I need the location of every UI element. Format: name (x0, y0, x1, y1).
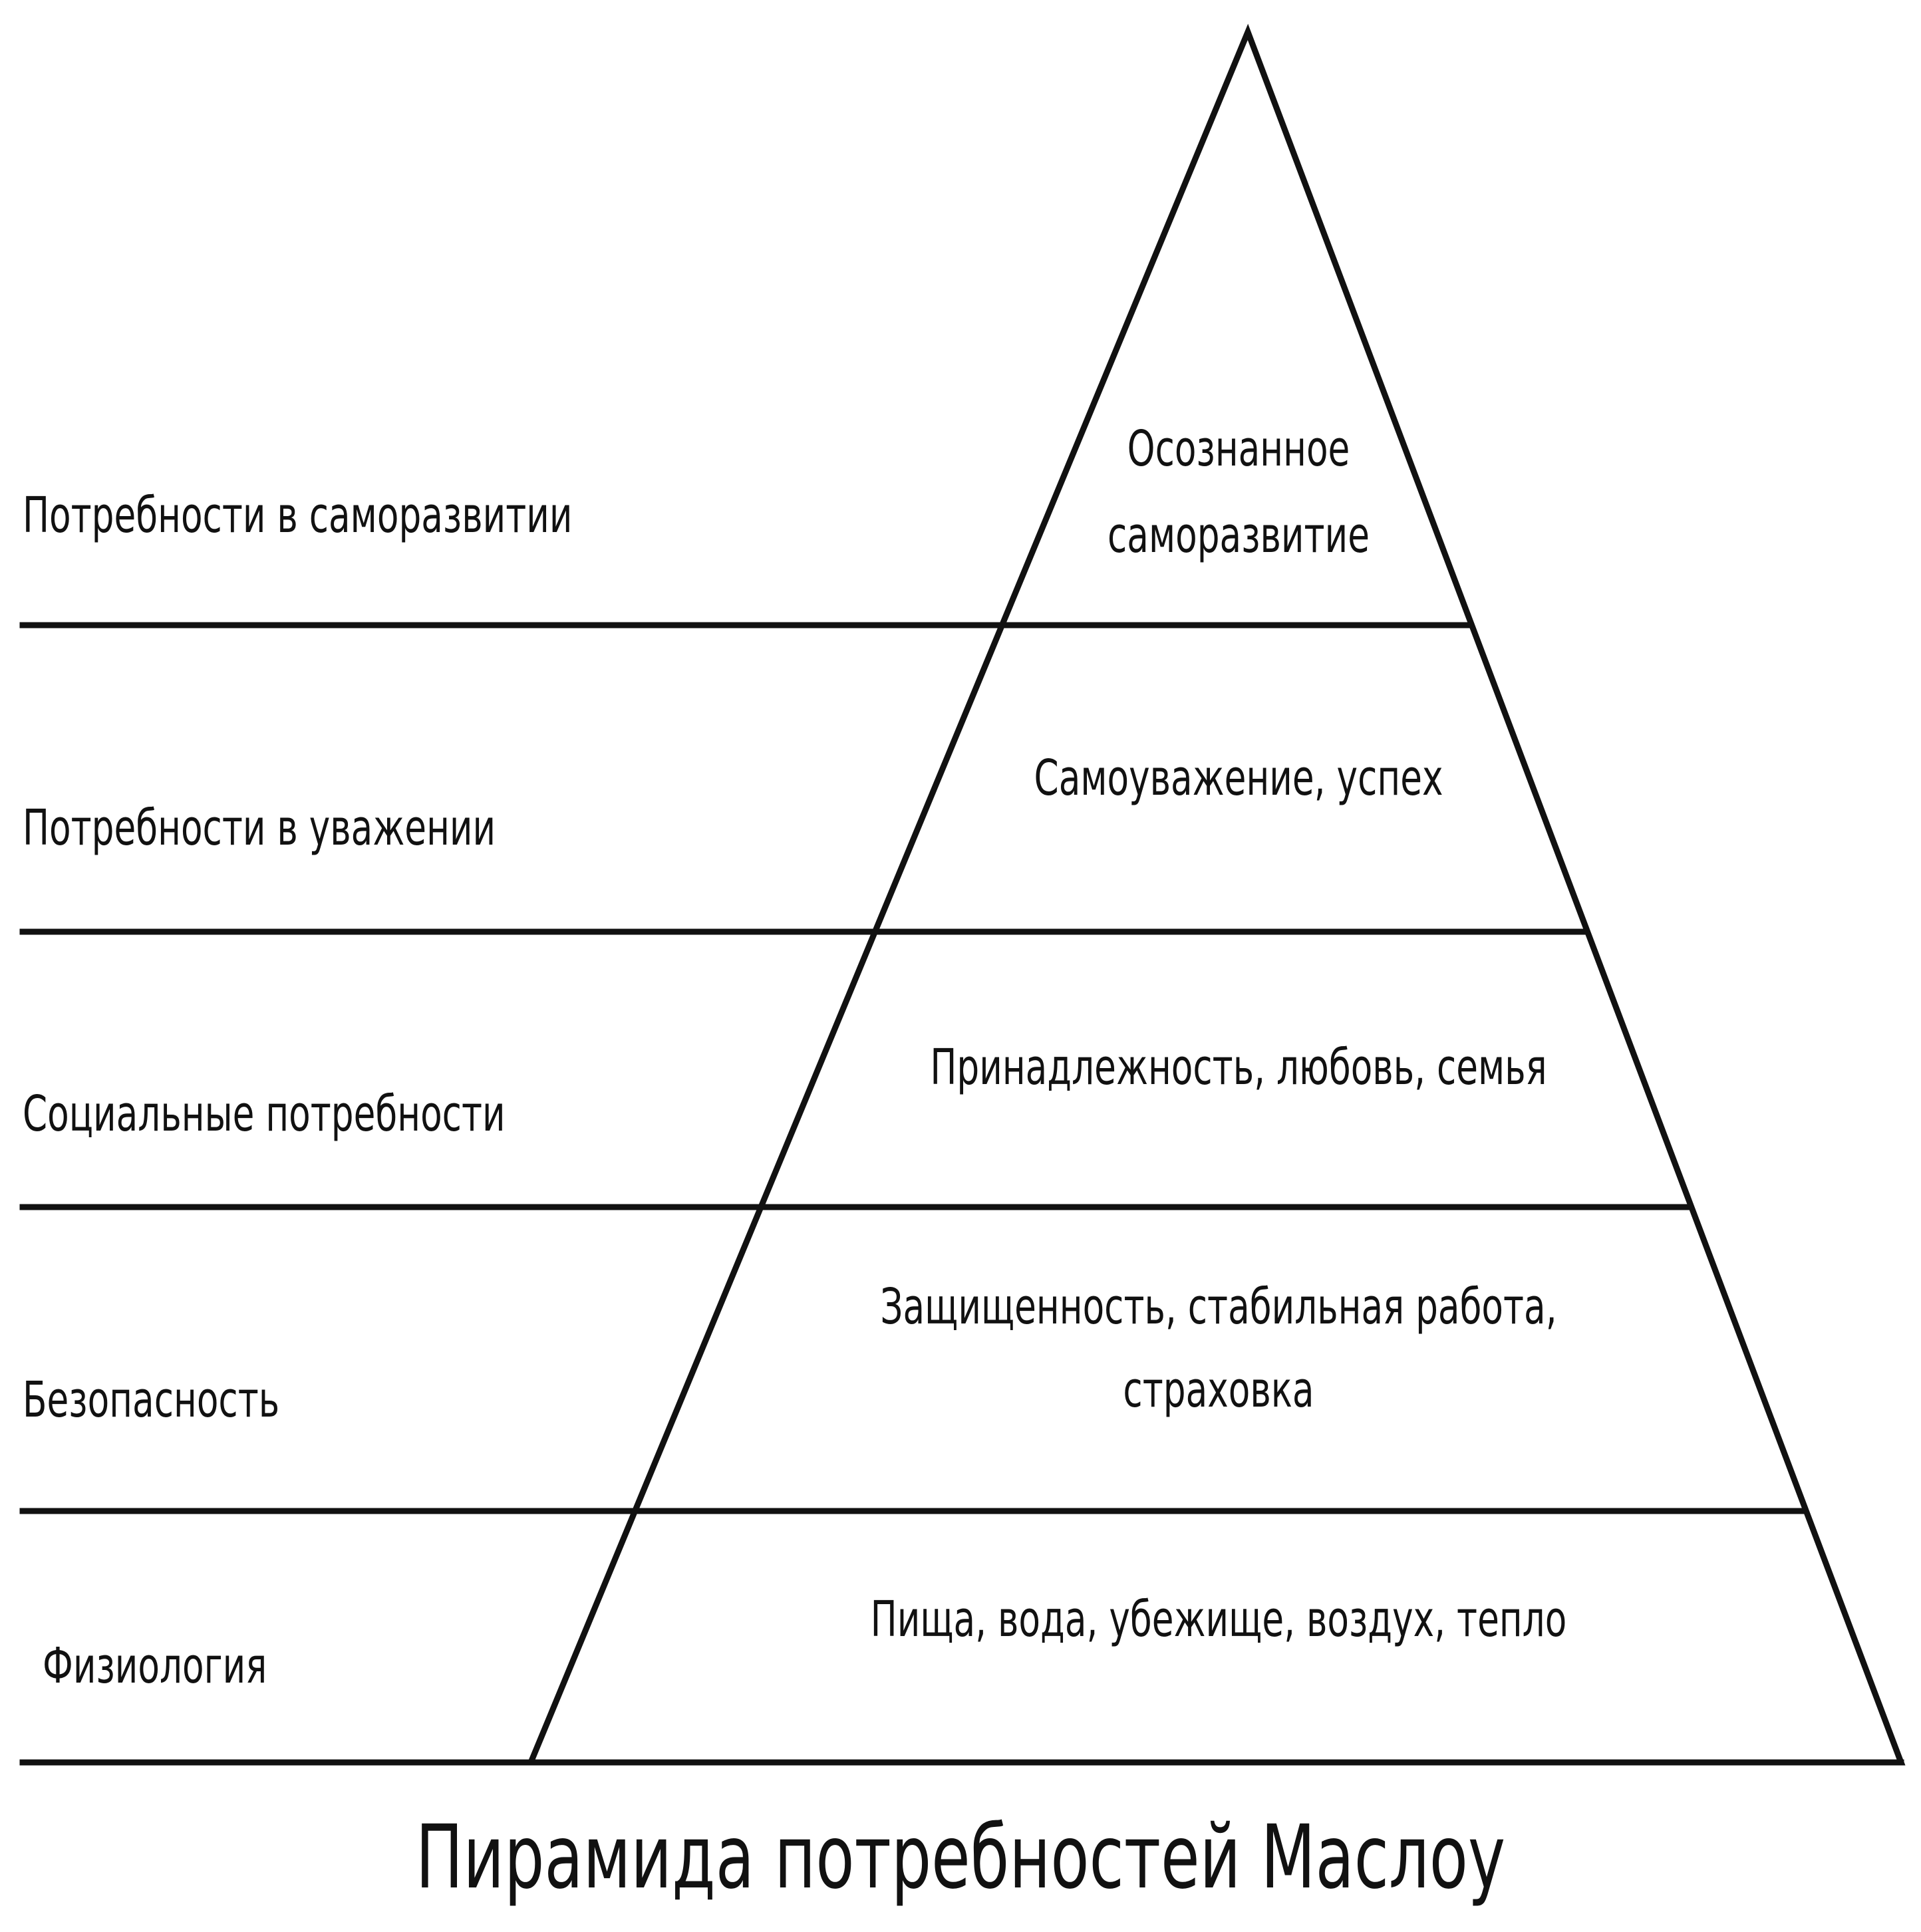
pyramid-outline (526, 23, 1906, 1766)
inner-label-physiology: Пища, вода, убежище, воздух, тепло (871, 1591, 1567, 1648)
inner-label-self-development-line-2: саморазвитие (1108, 507, 1370, 564)
inner-label-safety-line-1: Защищенность, стабильная работа, (880, 1278, 1556, 1335)
diagram-title: Пирамида потребностей Маслоу (416, 1806, 1505, 1909)
side-label-self-development: Потребности в саморазвитии (23, 487, 573, 544)
inner-label-self-development-line-1: Осознанное (1127, 420, 1350, 478)
side-label-esteem: Потребности в уважении (23, 799, 496, 857)
side-label-safety: Безопасность (23, 1371, 279, 1429)
side-label-physiology: Физиология (43, 1637, 267, 1695)
side-label-social: Социальные потребности (23, 1085, 506, 1143)
inner-label-social: Принадлежность, любовь, семья (930, 1039, 1547, 1096)
inner-label-safety-line-2: страховка (1123, 1361, 1314, 1419)
inner-label-esteem: Самоуважение, успех (1034, 750, 1443, 807)
